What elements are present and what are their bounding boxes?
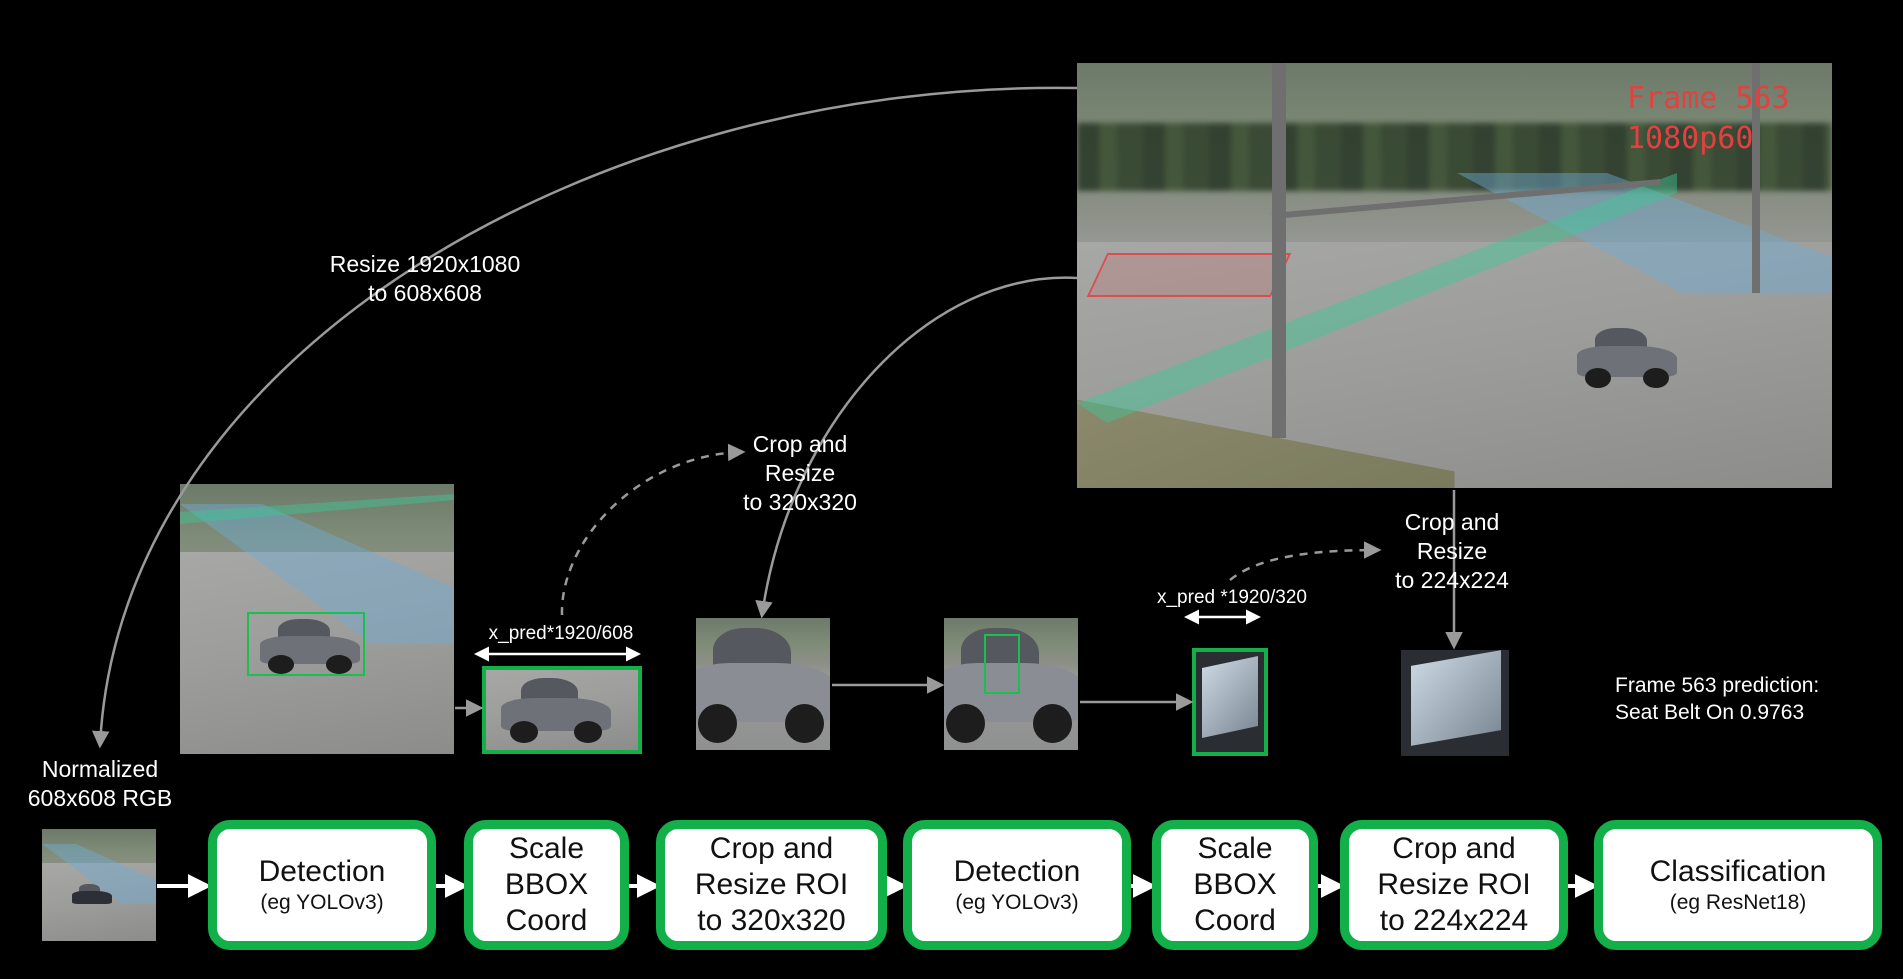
xpred320-label: x_pred *1920/320 — [1156, 587, 1307, 608]
car-in-frame — [1577, 328, 1677, 388]
normalized-label: Normalized 608x608 RGB — [27, 756, 173, 811]
detection-bbox-608 — [247, 612, 365, 676]
crop224-dashed-arrow — [1229, 541, 1382, 581]
car-crop-image — [482, 666, 642, 754]
normalized-thumbnail-image — [42, 829, 156, 941]
stage-scale-bbox-2: Scale BBOX Coord — [1152, 820, 1318, 950]
prediction-label: Frame 563 prediction: Seat Belt On 0.976… — [1615, 674, 1820, 724]
crop320-label: Crop and Resize to 320x320 — [743, 431, 857, 515]
resize-arc-arrow — [91, 86, 1078, 749]
frame-number-overlay: Frame 563 — [1627, 81, 1790, 116]
car-320-detected-image — [944, 618, 1078, 750]
windshield-crop-image — [1192, 648, 1268, 756]
windshield-224-image — [1401, 650, 1509, 756]
resized-608-image — [180, 484, 454, 754]
crop320-dashed-arrow — [560, 443, 746, 616]
stage-crop-resize-320: Crop and Resize ROI to 320x320 — [656, 820, 887, 950]
stage-scale-bbox-1: Scale BBOX Coord — [464, 820, 629, 950]
tree-line — [1077, 122, 1832, 191]
resize-main-label: Resize 1920x1080 to 608x608 — [329, 251, 521, 306]
detection-bbox-320 — [984, 634, 1020, 694]
stage-detection-2: Detection (eg YOLOv3) — [903, 820, 1131, 950]
crop224-label: Crop and Resize to 224x224 — [1395, 509, 1509, 593]
source-frame-image: Frame 563 1080p60 — [1077, 63, 1832, 488]
signal-pole — [1272, 63, 1286, 438]
stage-crop-resize-224: Crop and Resize ROI to 224x224 — [1340, 820, 1568, 950]
stage-detection-1: Detection (eg YOLOv3) — [208, 820, 436, 950]
xpred608-label: x_pred*1920/608 — [488, 623, 634, 644]
stage-classification: Classification (eg ResNet18) — [1594, 820, 1882, 950]
car-320-image — [696, 618, 830, 750]
right-pole — [1752, 63, 1760, 293]
crop320-arc-arrow — [755, 276, 1078, 619]
frame-rate-overlay: 1080p60 — [1627, 121, 1754, 156]
